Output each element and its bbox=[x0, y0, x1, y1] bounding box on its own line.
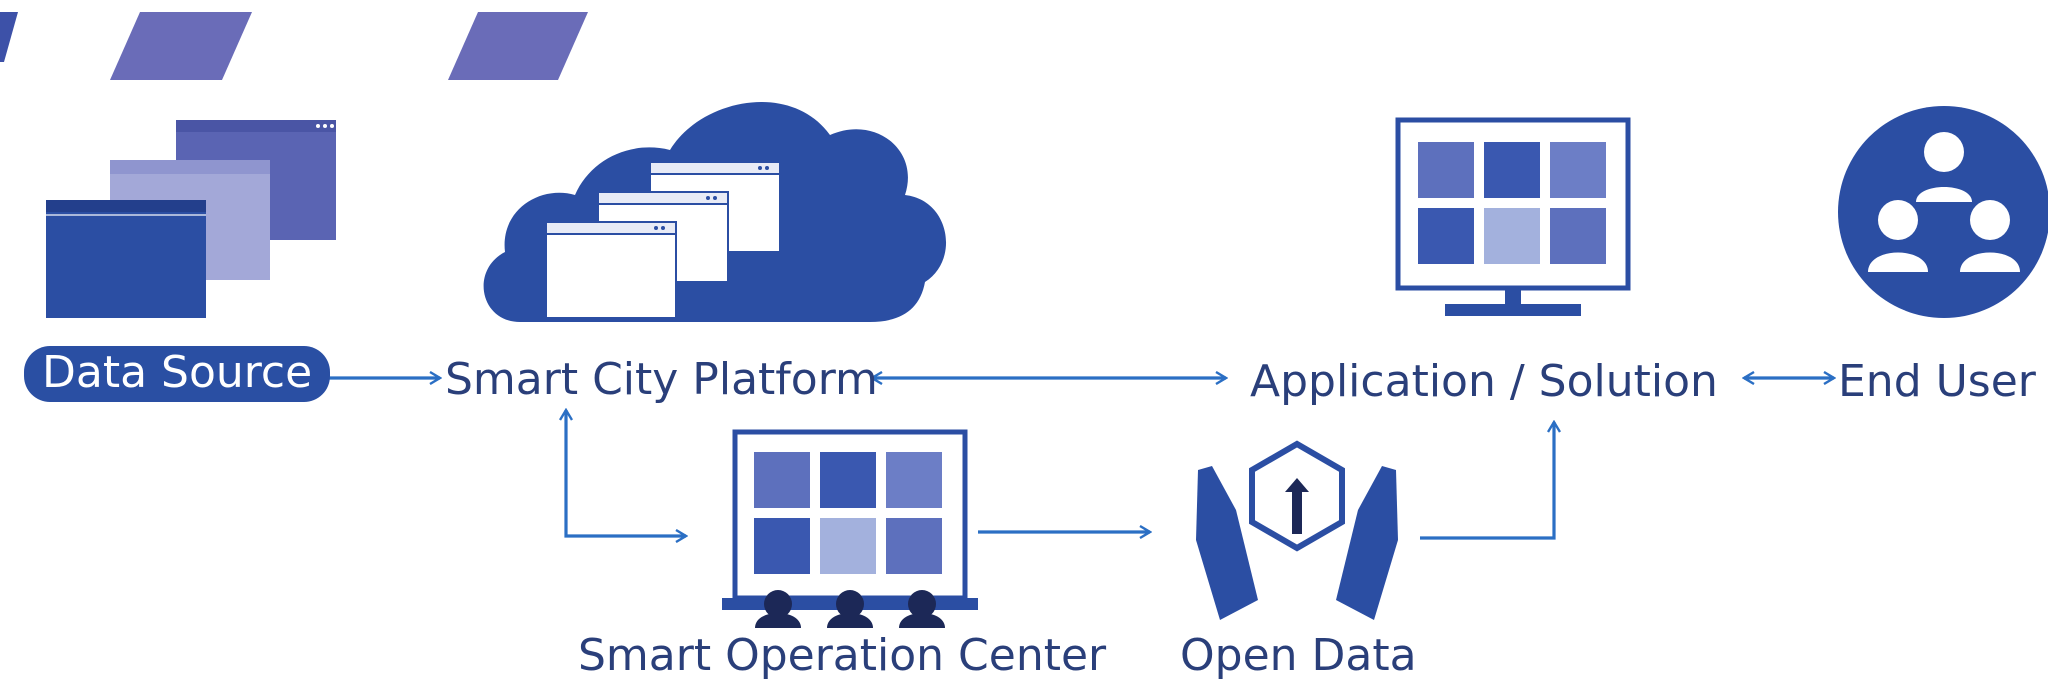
arrow-platform-operation-center bbox=[566, 410, 686, 536]
smart-city-platform-label: Smart City Platform bbox=[445, 354, 878, 405]
open-data-label: Open Data bbox=[1180, 630, 1417, 681]
monitor-grid-icon bbox=[1395, 117, 1631, 316]
data-source-label: Data Source bbox=[24, 346, 331, 402]
application-solution-label: Application / Solution bbox=[1250, 356, 1718, 407]
stacked-windows-icon bbox=[46, 120, 336, 318]
end-user-label: End User bbox=[1838, 356, 2036, 407]
user-group-icon bbox=[1838, 106, 2048, 318]
dashboard-operators-icon bbox=[722, 429, 978, 628]
hands-shield-icon bbox=[1196, 440, 1398, 620]
decorative-slashes bbox=[0, 12, 588, 80]
arrow-opendata-application bbox=[1420, 422, 1554, 540]
connectors bbox=[318, 378, 1834, 538]
smart-operation-center-label: Smart Operation Center bbox=[578, 630, 1107, 681]
cloud-windows-icon bbox=[483, 102, 947, 322]
